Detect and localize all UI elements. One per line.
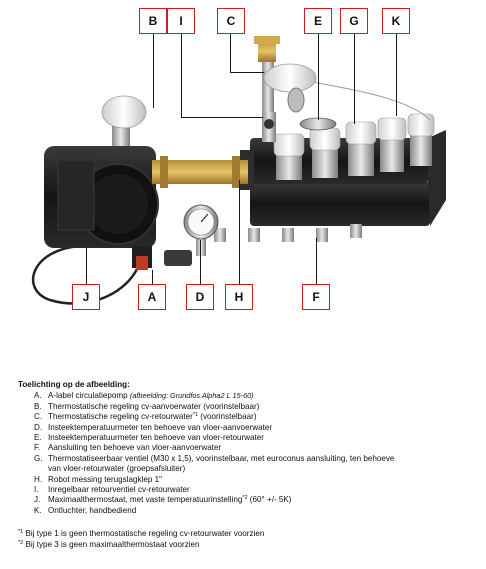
- callout-f: F: [302, 284, 330, 310]
- supply-regulator-head: [101, 95, 147, 129]
- legend-text: Maximaalthermostaat, met vaste temperatu…: [48, 495, 243, 505]
- legend-item: J. Maximaalthermostaat, met vaste temper…: [18, 495, 478, 505]
- callout-g: G: [340, 8, 368, 34]
- legend-key: F.: [34, 443, 41, 453]
- legend-text: A-label circulatiepomp: [48, 391, 128, 401]
- legend-text: Robot messing terugslagklep 1": [48, 474, 163, 484]
- legend: Toelichting op de afbeelding: A. A-label…: [18, 380, 478, 516]
- legend-key: C.: [34, 412, 43, 422]
- product-figure: B I C E G K J A D H F: [32, 8, 446, 310]
- legend-text: Ontluchter, handbediend: [48, 505, 137, 515]
- footnote-text: Bij type 1 is geen thermostatische regel…: [23, 529, 265, 538]
- legend-text: Insteektemperatuurmeter ten behoeve van …: [48, 422, 273, 432]
- legend-key: J.: [34, 495, 41, 505]
- footnote-mark: *2: [18, 539, 24, 546]
- legend-key: K.: [34, 505, 42, 515]
- footnote: *2 Bij type 3 is geen maximaalthermostaa…: [18, 540, 478, 551]
- legend-item: I. Inregelbaar retourventiel cv-retourwa…: [18, 485, 478, 495]
- footnote-ref: *1: [192, 412, 199, 419]
- legend-item: C. Thermostatische regeling cv-retourwat…: [18, 412, 478, 422]
- legend-key: B.: [34, 401, 42, 411]
- legend-key: I.: [34, 485, 39, 495]
- legend-text: Thermostatische regeling cv-retourwater: [48, 412, 193, 422]
- manifold-illustration: [32, 36, 446, 305]
- footnote-text: Bij type 3 is geen maximaalthermostaat v…: [23, 539, 200, 549]
- legend-text-suffix: (voorinstelbaar): [198, 412, 257, 422]
- legend-key: A.: [34, 391, 42, 401]
- footnote: *1 Bij type 1 is geen thermostatische re…: [18, 529, 478, 540]
- callout-k: K: [382, 8, 410, 34]
- legend-key: D.: [34, 422, 43, 432]
- legend-text: Insteektemperatuurmeter ten behoeve van …: [48, 433, 264, 443]
- return-regulator-brass: [258, 40, 276, 62]
- legend-key: H.: [34, 474, 43, 484]
- legend-item: G. Thermostatiseerbaar ventiel (M30 x 1,…: [18, 454, 478, 475]
- footnote-ref: *2: [242, 495, 248, 502]
- group-valves: [273, 113, 435, 180]
- legend-text: Thermostatische regeling cv-aanvoerwater…: [48, 401, 260, 411]
- callout-i: I: [167, 8, 195, 34]
- legend-item: B. Thermostatische regeling cv-aanvoerwa…: [18, 402, 478, 412]
- legend-text: Inregelbaar retourventiel cv-retourwater: [48, 485, 190, 495]
- callout-e: E: [304, 8, 332, 34]
- manifold-bar: [250, 182, 430, 226]
- callout-j: J: [72, 284, 100, 310]
- callout-a: A: [138, 284, 166, 310]
- legend-item: A. A-label circulatiepomp (afbeelding: G…: [18, 391, 478, 401]
- legend-text: Aansluiting ten behoeve van vloer-aanvoe…: [48, 443, 222, 453]
- callout-d: D: [186, 284, 214, 310]
- capillary-wire: [32, 244, 142, 305]
- legend-item: K. Ontluchter, handbediend: [18, 506, 478, 516]
- legend-note: (afbeelding: Grundfos Alpha2 L 15-60): [129, 391, 254, 401]
- callout-c: C: [217, 8, 245, 34]
- legend-text-suffix: (60° +/- 5K): [247, 495, 292, 505]
- legend-item: F. Aansluiting ten behoeve van vloer-aan…: [18, 443, 478, 453]
- footnote-mark: *1: [18, 529, 24, 535]
- legend-key: E.: [34, 433, 42, 443]
- legend-text: Thermostatiseerbaar ventiel (M30 x 1,5),…: [48, 453, 395, 463]
- legend-item: E. Insteektemperatuurmeter ten behoeve v…: [18, 433, 478, 443]
- legend-text-line2: van vloer-retourwater (groepsafsluiter): [48, 464, 186, 474]
- callout-h: H: [225, 284, 253, 310]
- legend-item: H. Robot messing terugslagklep 1": [18, 475, 478, 485]
- legend-key: G.: [34, 453, 43, 463]
- footnotes: *1 Bij type 1 is geen thermostatische re…: [18, 529, 478, 550]
- legend-item: D. Insteektemperatuurmeter ten behoeve v…: [18, 423, 478, 433]
- bottom-outlets: [214, 224, 362, 242]
- legend-title: Toelichting op de afbeelding:: [18, 380, 130, 389]
- callout-b: B: [139, 8, 167, 34]
- return-regulator-head: [263, 63, 317, 93]
